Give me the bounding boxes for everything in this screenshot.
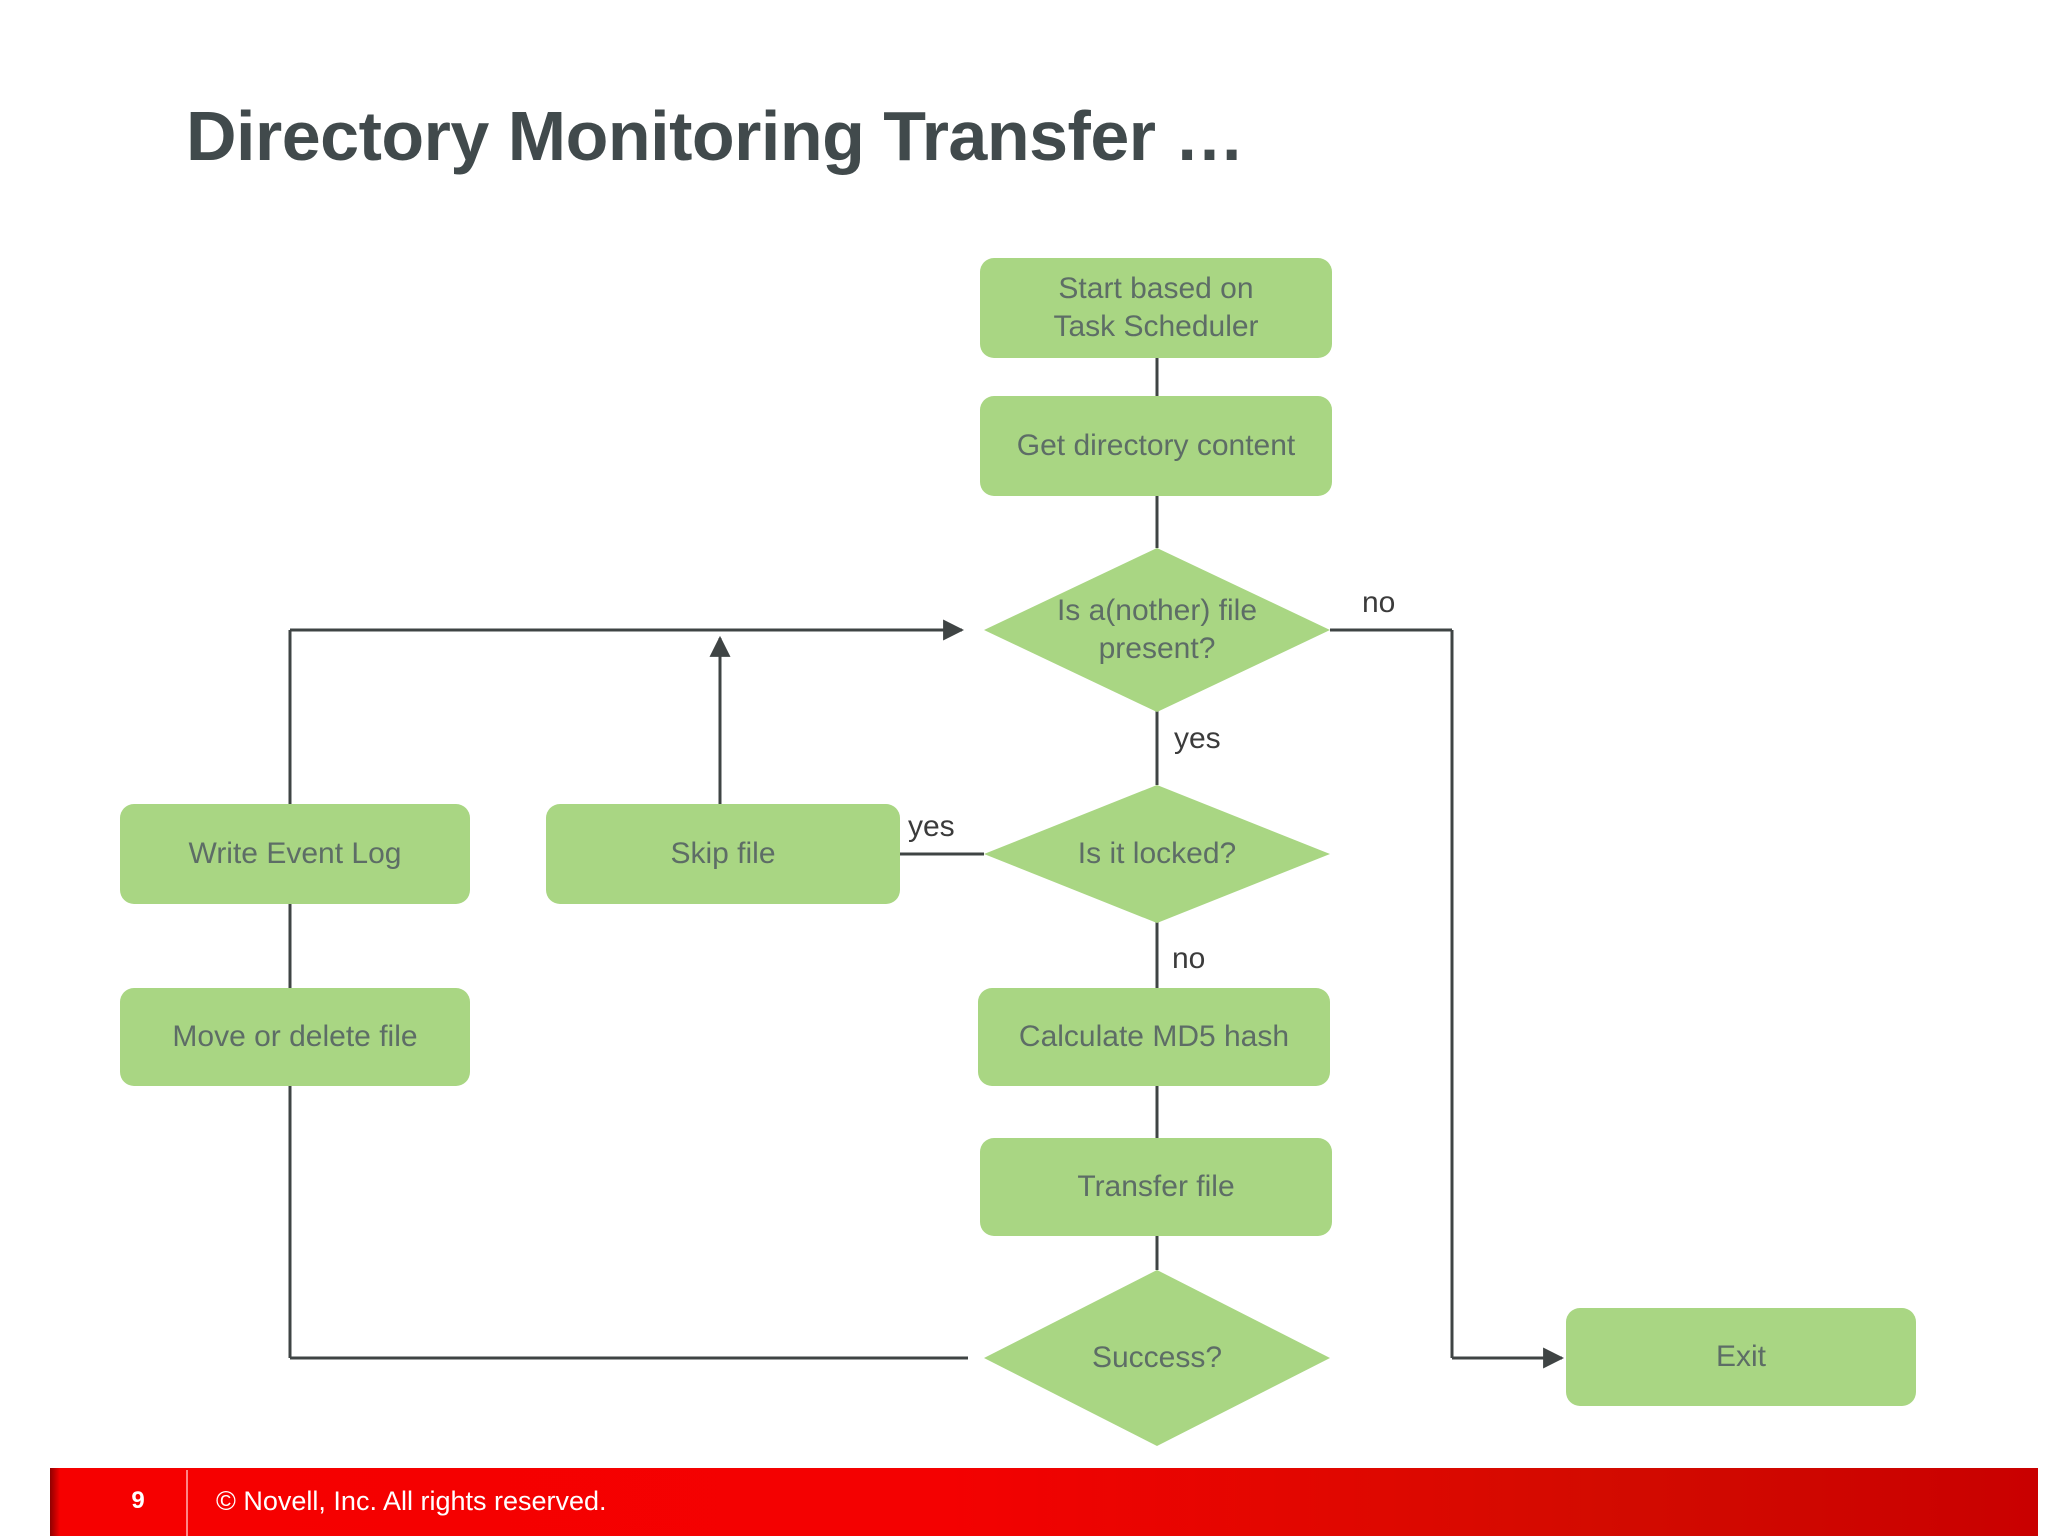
node-move-or-delete-file[interactable]: Move or delete file [120, 988, 470, 1086]
node-is-it-locked[interactable]: Is it locked? [984, 785, 1330, 923]
node-is-another-file-present[interactable]: Is a(nother) file present? [984, 548, 1330, 712]
node-skip-file[interactable]: Skip file [546, 804, 900, 904]
footer-copyright: © Novell, Inc. All rights reserved. [216, 1486, 607, 1516]
node-is-another-file-present-label-line1: Is a(nother) file [1056, 593, 1258, 627]
node-is-another-file-present-label-line2: present? [1098, 632, 1216, 665]
node-write-event-log[interactable]: Write Event Log [120, 804, 470, 904]
node-exit-label: Exit [1715, 1339, 1766, 1373]
node-success[interactable]: Success? [984, 1270, 1330, 1446]
node-transfer-file[interactable]: Transfer file [980, 1138, 1332, 1236]
node-success-label: Success? [1091, 1340, 1223, 1374]
node-start-label-line1: Start based on [1058, 271, 1254, 305]
footer-bar [50, 1468, 2038, 1536]
node-calculate-md5-hash[interactable]: Calculate MD5 hash [978, 988, 1330, 1086]
node-calculate-md5-hash-label: Calculate MD5 hash [1018, 1019, 1290, 1053]
node-get-directory-content-label: Get directory content [1016, 428, 1296, 462]
node-skip-file-label: Skip file [670, 836, 776, 870]
edge-label-locked-no: no [1172, 942, 1206, 975]
node-get-directory-content[interactable]: Get directory content [980, 396, 1332, 496]
node-write-event-log-label: Write Event Log [188, 836, 402, 870]
node-start-label-line2: Task Scheduler [1053, 310, 1259, 343]
node-start[interactable]: Start based on Task Scheduler [980, 258, 1332, 358]
edge-label-another-no: no [1362, 586, 1396, 619]
node-transfer-file-label: Transfer file [1077, 1169, 1235, 1203]
footer-divider [186, 1470, 188, 1536]
edge-label-locked-yes: yes [908, 810, 955, 843]
node-exit[interactable]: Exit [1566, 1308, 1916, 1406]
footer-page-number: 9 [131, 1487, 145, 1514]
node-move-or-delete-file-label: Move or delete file [172, 1019, 418, 1053]
edge-label-another-yes: yes [1174, 722, 1221, 755]
page-title: Directory Monitoring Transfer … [186, 97, 1244, 175]
node-is-it-locked-label: Is it locked? [1077, 836, 1237, 870]
node-is-another-file-present-label: Is a(nother) file present? [1057, 592, 1257, 669]
node-start-label: Start based on Task Scheduler [1053, 270, 1258, 347]
